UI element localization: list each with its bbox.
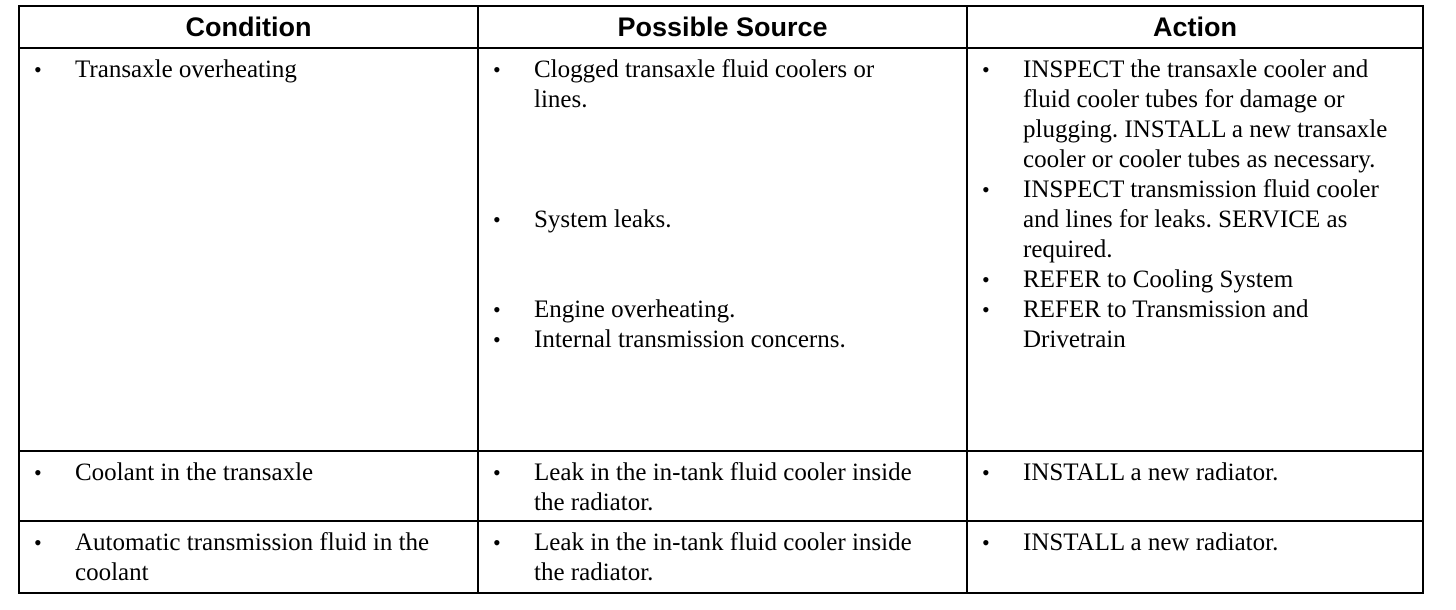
bullet: • — [493, 207, 501, 232]
bullet: • — [493, 530, 501, 555]
bullet: • — [493, 57, 501, 82]
table-header-row: Condition Possible Source Action — [20, 7, 1422, 47]
source-text: Engine overheating. — [534, 296, 736, 323]
bullet: • — [982, 530, 990, 555]
action-text: REFER to Transmission and Drivetrain — [1023, 296, 1309, 353]
action-cell: • INSTALL a new radiator. — [966, 452, 1422, 520]
source-cell: • Leak in the in-tank fluid cooler insid… — [477, 522, 966, 592]
source-text: Internal transmission concerns. — [534, 326, 846, 353]
action-text: INSPECT the transaxle cooler and fluid c… — [1023, 56, 1388, 173]
header-condition: Condition — [185, 12, 312, 42]
source-text: Clogged transaxle fluid coolers or lines… — [534, 56, 875, 113]
source-text: Leak in the in-tank fluid cooler inside … — [534, 529, 912, 586]
condition-cell: • Automatic transmission fluid in the co… — [20, 522, 477, 592]
action-text: INSPECT transmission fluid cooler and li… — [1023, 176, 1379, 263]
list-item: • INSPECT transmission fluid cooler and … — [968, 175, 1383, 265]
diagnosis-table: Condition Possible Source Action • Trans… — [18, 5, 1424, 594]
bullet: • — [493, 297, 501, 322]
list-item: • Internal transmission concerns. — [479, 325, 966, 355]
list-item: • INSPECT the transaxle cooler and fluid… — [968, 55, 1403, 175]
table-row: • Transaxle overheating • Clogged transa… — [20, 47, 1422, 450]
list-item: • Leak in the in-tank fluid cooler insid… — [479, 528, 914, 588]
action-text: INSTALL a new radiator. — [1023, 529, 1279, 556]
bullet: • — [34, 460, 42, 485]
condition-text: Coolant in the transaxle — [75, 459, 314, 486]
source-cell: • Clogged transaxle fluid coolers or lin… — [477, 49, 966, 450]
condition-text: Automatic transmission fluid in the cool… — [75, 529, 430, 586]
table-row: • Automatic transmission fluid in the co… — [20, 520, 1422, 592]
bullet: • — [34, 530, 42, 555]
bullet: • — [982, 57, 990, 82]
condition-text: Transaxle overheating — [75, 56, 297, 83]
list-item: • Leak in the in-tank fluid cooler insid… — [479, 458, 914, 518]
list-item: • Coolant in the transaxle — [20, 458, 477, 488]
condition-cell: • Transaxle overheating — [20, 49, 477, 450]
source-cell: • Leak in the in-tank fluid cooler insid… — [477, 452, 966, 520]
bullet: • — [982, 177, 990, 202]
list-item: • Engine overheating. — [479, 295, 966, 325]
list-item: • INSTALL a new radiator. — [968, 458, 1422, 488]
bullet: • — [34, 57, 42, 82]
bullet: • — [982, 460, 990, 485]
source-text: Leak in the in-tank fluid cooler inside … — [534, 459, 912, 516]
header-action: Action — [966, 7, 1422, 47]
bullet: • — [493, 460, 501, 485]
list-item: • REFER to Cooling System — [968, 265, 1422, 295]
bullet: • — [982, 267, 990, 292]
condition-cell: • Coolant in the transaxle — [20, 452, 477, 520]
list-item: • Automatic transmission fluid in the co… — [20, 528, 445, 588]
action-cell: • INSPECT the transaxle cooler and fluid… — [966, 49, 1422, 450]
list-item: • System leaks. — [479, 205, 966, 235]
bullet: • — [493, 327, 501, 352]
table-row: • Coolant in the transaxle • Leak in the… — [20, 450, 1422, 520]
list-item: • Transaxle overheating — [20, 55, 477, 85]
header-possible-source: Possible Source — [477, 7, 966, 47]
list-item: • Clogged transaxle fluid coolers or lin… — [479, 55, 914, 115]
list-item: • REFER to Transmission and Drivetrain — [968, 295, 1363, 355]
action-text: INSTALL a new radiator. — [1023, 459, 1279, 486]
source-text: System leaks. — [534, 206, 672, 233]
list-item: • INSTALL a new radiator. — [968, 528, 1422, 558]
action-text: REFER to Cooling System — [1023, 266, 1294, 293]
action-cell: • INSTALL a new radiator. — [966, 522, 1422, 592]
bullet: • — [982, 297, 990, 322]
